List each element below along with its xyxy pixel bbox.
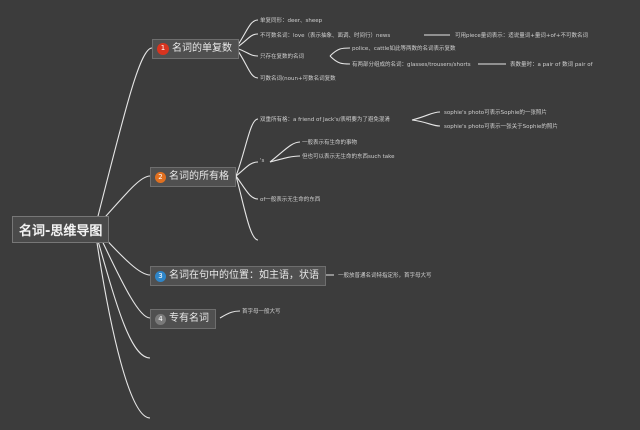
leaf-t2-a2[interactable]: sophie's photo可表示一张关于Sophie的照片 — [444, 124, 558, 130]
leaf-t1-a[interactable]: 单复同形：deer、sheep — [260, 18, 323, 24]
leaf-t2-b2[interactable]: 但也可以表示无生命的东西such take — [302, 154, 395, 160]
leaf-t1-b1[interactable]: 可用piece量词表示：适说量词+量词+of+不可数名词 — [455, 33, 588, 39]
topic-node-1[interactable]: 1 名词的单复数 — [152, 39, 239, 59]
link-t2-b2 — [269, 155, 301, 163]
link-t2-a — [235, 118, 259, 177]
link-t2-a1 — [411, 111, 441, 121]
topic-label: 专有名词 — [169, 313, 209, 324]
leaf-t2-a1[interactable]: sophie's photo可表示Sophie的一张照片 — [444, 110, 547, 116]
link-t1-b — [235, 33, 259, 49]
leaf-t1-c2[interactable]: 有两部分组成的名词：glasses/trousers/shorts — [352, 62, 471, 68]
leaf-t1-c[interactable]: 只存在复数的名词 — [260, 54, 305, 60]
number-badge-icon: 1 — [157, 43, 169, 55]
leaf-t2-c[interactable]: of一般表示无生命的东西 — [260, 197, 321, 203]
leaf-t2-a[interactable]: 双重所有格：a friend of Jack's/表明要为了避免混淆 — [260, 117, 390, 123]
number-badge-icon: 3 — [155, 270, 166, 282]
leaf-t2-b1[interactable]: 一般表示有生命的事物 — [302, 140, 358, 146]
leaf-t3-a[interactable]: 一般放普通名词特指定形，首字母大写 — [338, 273, 432, 279]
leaf-t1-c2a[interactable]: 表数量时：a pair of 数词 pair of — [510, 62, 593, 68]
link-root-t1 — [95, 47, 153, 225]
topic-node-4[interactable]: 4 专有名词 — [150, 309, 216, 329]
leaf-t1-c1[interactable]: police、cattle如此等两数的名词表示复数 — [352, 46, 456, 52]
link-t2-b1 — [269, 141, 301, 163]
link-t1-c1 — [329, 47, 351, 57]
link-root-e1 — [95, 233, 151, 359]
link-t4-a — [219, 310, 241, 319]
topic-label: 名词在句中的位置：如主语，状语 — [169, 270, 319, 281]
topic-label: 名词的所有格 — [169, 171, 229, 182]
link-root-t4 — [97, 231, 151, 319]
link-t2-e — [235, 175, 259, 241]
link-t1-c2 — [329, 55, 351, 65]
number-badge-icon: 4 — [155, 313, 166, 325]
link-t2-c — [235, 175, 259, 200]
leaf-t1-d[interactable]: 可数名词(noun+可数名词复数 — [260, 76, 336, 82]
root-node[interactable]: 名词-思维导图 — [12, 216, 110, 243]
link-t2-a2 — [411, 119, 441, 127]
number-badge-icon: 2 — [155, 171, 166, 183]
topic-node-3[interactable]: 3 名词在句中的位置：如主语，状语 — [150, 266, 326, 286]
topic-node-2[interactable]: 2 名词的所有格 — [150, 167, 236, 187]
link-root-e2 — [95, 235, 151, 419]
topic-label: 名词的单复数 — [172, 43, 232, 54]
link-t2-b — [235, 161, 259, 177]
leaf-t2-b[interactable]: 's — [260, 158, 265, 164]
leaf-t4-a[interactable]: 首字母一般大写 — [242, 309, 281, 315]
leaf-t1-b[interactable]: 不可数名词：love（表示抽象、面调、时间行）news — [260, 33, 391, 39]
